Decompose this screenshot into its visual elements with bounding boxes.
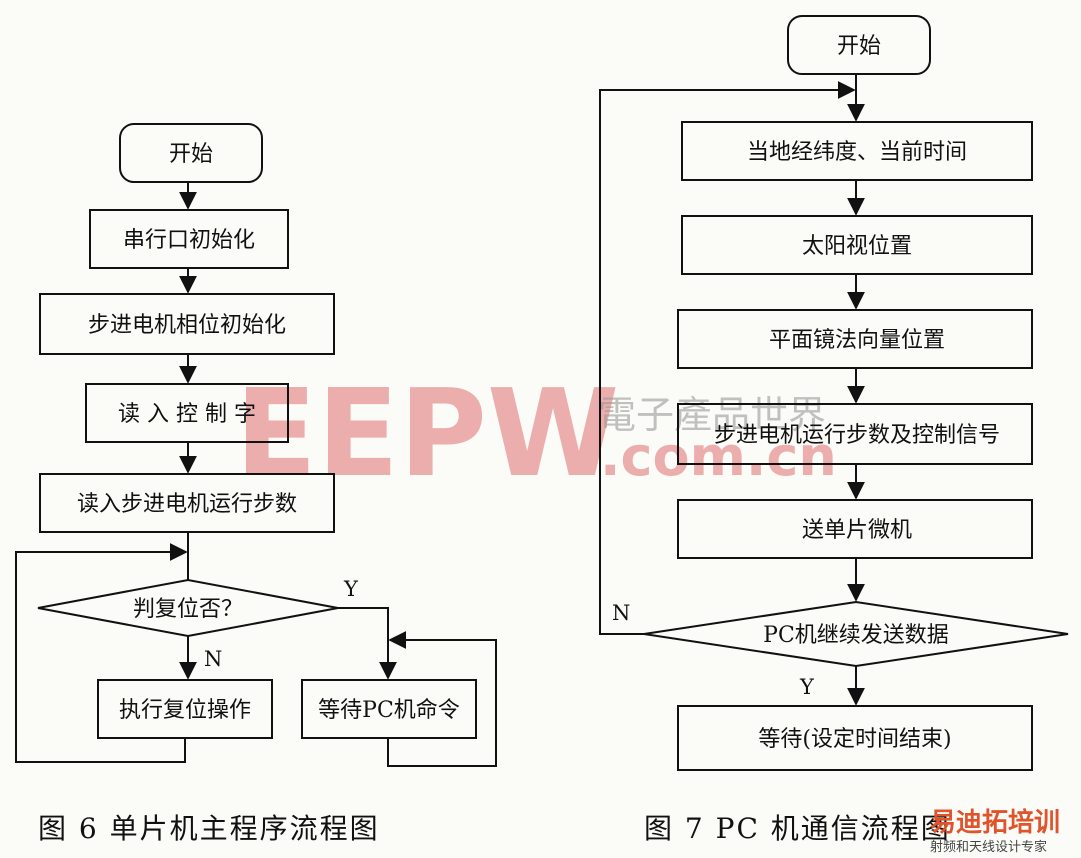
fig6-wait-self-loop bbox=[387, 631, 497, 767]
fig7-step2-label: 太阳视位置 bbox=[802, 234, 912, 259]
fig7-wait-box bbox=[677, 705, 1033, 771]
figure-6-flowchart bbox=[15, 123, 497, 767]
watermark-brand: EEPW bbox=[235, 365, 619, 504]
fig7-start-label: 开始 bbox=[837, 34, 881, 59]
corner-watermark: 易迪拓培训 射频和天线设计专家 bbox=[930, 808, 1060, 855]
fig6-no-label: N bbox=[204, 647, 222, 671]
fig6-start-label: 开始 bbox=[169, 142, 213, 167]
fig7-loop-back-line bbox=[599, 81, 856, 635]
fig6-step1-label: 串行口初始化 bbox=[123, 228, 255, 253]
figure-6-labels: 开始 串行口初始化 步进电机相位初始化 读 入 控 制 字 读入步进电机运行步数… bbox=[38, 142, 460, 845]
eepw-watermark: EEPW 電子產品世界 .com.cn bbox=[235, 365, 837, 504]
fig7-decision-label: PC机继续发送数据 bbox=[763, 623, 949, 648]
fig6-wait-pc-label: 等待PC机命令 bbox=[318, 698, 460, 723]
watermark-domain: .com.cn bbox=[600, 425, 837, 488]
corner-watermark-brand: 易迪拓培训 bbox=[930, 808, 1060, 838]
fig7-step1-label: 当地经纬度、当前时间 bbox=[747, 140, 967, 165]
fig7-step4-label: 步进电机运行步数及控制信号 bbox=[714, 423, 1000, 448]
fig6-step4-label: 读入步进电机运行步数 bbox=[77, 492, 297, 517]
fig7-no-label: N bbox=[612, 601, 630, 625]
fig7-start-terminator bbox=[787, 15, 931, 75]
fig7-caption: 图 7 PC 机通信流程图 bbox=[644, 812, 951, 845]
fig6-decision-label: 判复位否？ bbox=[133, 597, 243, 622]
fig6-step3-label: 读 入 控 制 字 bbox=[118, 402, 256, 427]
figure-7-labels: 开始 当地经纬度、当前时间 太阳视位置 平面镜法向量位置 步进电机运行步数及控制… bbox=[612, 34, 1000, 845]
fig7-step3-label: 平面镜法向量位置 bbox=[769, 328, 945, 353]
fig6-loop-back-line bbox=[15, 543, 188, 763]
corner-watermark-sub: 射频和天线设计专家 bbox=[930, 839, 1047, 855]
watermark-chinese: 電子產品世界 bbox=[598, 393, 826, 437]
fig6-yes-label: Y bbox=[343, 577, 359, 601]
figure-7-flowchart bbox=[599, 15, 1069, 771]
fig7-step5-label: 送单片微机 bbox=[802, 518, 912, 543]
fig6-step2-label: 步进电机相位初始化 bbox=[88, 313, 286, 338]
fig6-arrow-yes-branch bbox=[338, 607, 397, 680]
fig6-reset-label: 执行复位操作 bbox=[119, 698, 251, 723]
fig7-wait-label: 等待(设定时间结束) bbox=[758, 727, 951, 752]
fig7-decision-diamond bbox=[643, 600, 1069, 668]
fig7-yes-label: Y bbox=[799, 675, 815, 699]
fig6-start-terminator bbox=[119, 123, 263, 183]
fig6-caption: 图 6 单片机主程序流程图 bbox=[38, 812, 380, 845]
